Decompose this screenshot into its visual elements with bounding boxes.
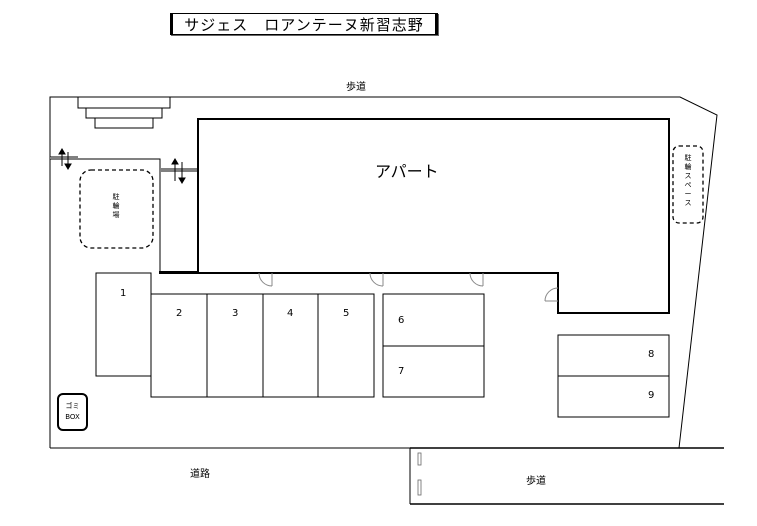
garbage-box-label: ゴミ (65, 402, 80, 410)
bike-parking-label: 駐輪場 (112, 193, 120, 219)
apartment-label: アパート (375, 162, 439, 181)
parking-space-6: 6 (398, 315, 405, 326)
entrance-steps (77, 96, 171, 129)
parking-space-5: 5 (343, 308, 350, 319)
parking-space-9: 9 (648, 390, 655, 401)
garbage-box-sublabel: BOX (65, 413, 80, 421)
door-icon (258, 272, 559, 302)
top-sidewalk-label: 歩道 (346, 82, 366, 93)
garbage-box: ゴミ BOX (57, 393, 88, 431)
bike-space-area (672, 145, 704, 224)
apartment-building (159, 118, 670, 314)
parking-space-8: 8 (648, 349, 655, 360)
bottom-sidewalk-label: 歩道 (526, 476, 546, 487)
bike-space-label: 駐輪スペース (684, 154, 692, 207)
parking-space-7: 7 (398, 366, 405, 377)
page-title: サジェス ロアンテーヌ新習志野 (170, 13, 438, 35)
parking-lots (95, 272, 670, 418)
parking-space-2: 2 (176, 308, 183, 319)
gate-arrows-icon (58, 148, 186, 184)
parking-space-1: 1 (120, 288, 127, 299)
parking-space-3: 3 (232, 308, 239, 319)
parking-space-4: 4 (287, 308, 294, 319)
road-label: 道路 (190, 469, 210, 480)
